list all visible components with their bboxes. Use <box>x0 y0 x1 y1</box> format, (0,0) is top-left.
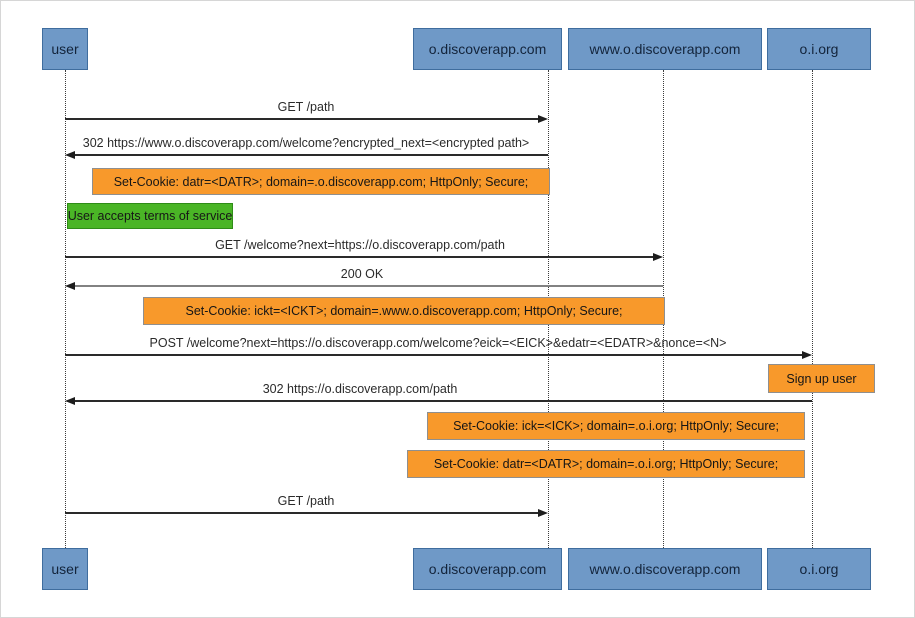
message-label: GET /path <box>277 494 335 508</box>
message-label: 302 https://www.o.discoverapp.com/welcom… <box>82 136 530 150</box>
message-line <box>65 512 539 514</box>
actor-label: user <box>51 561 79 577</box>
actor-top-o-i-org: o.i.org <box>767 28 871 70</box>
message-label: POST /welcome?next=https://o.discoverapp… <box>149 336 727 350</box>
lifeline-user <box>65 70 66 548</box>
arrowhead-right-icon <box>802 351 812 359</box>
actor-label: o.i.org <box>799 41 839 57</box>
arrowhead-right-icon <box>653 253 663 261</box>
actor-top-user: user <box>42 28 88 70</box>
lifeline-o-i-org <box>812 70 813 548</box>
note-set-cookie-datr-discoverapp: Set-Cookie: datr=<DATR>; domain=.o.disco… <box>92 168 550 195</box>
message-label: 200 OK <box>340 267 384 281</box>
note-set-cookie-datr-oiorg: Set-Cookie: datr=<DATR>; domain=.o.i.org… <box>407 450 805 478</box>
arrowhead-left-icon <box>65 282 75 290</box>
message-line <box>65 118 539 120</box>
message-line <box>74 400 812 402</box>
actor-label: user <box>51 41 79 57</box>
arrowhead-left-icon <box>65 397 75 405</box>
note-set-cookie-ickt-www: Set-Cookie: ickt=<ICKT>; domain=.www.o.d… <box>143 297 665 325</box>
note-user-accepts-tos: User accepts terms of service <box>67 203 233 229</box>
message-line <box>74 285 663 287</box>
actor-bottom-www-o-discoverapp: www.o.discoverapp.com <box>568 548 762 590</box>
message-label: 302 https://o.discoverapp.com/path <box>262 382 458 396</box>
arrowhead-right-icon <box>538 115 548 123</box>
message-label: GET /welcome?next=https://o.discoverapp.… <box>215 238 505 252</box>
actor-bottom-o-discoverapp: o.discoverapp.com <box>413 548 562 590</box>
arrowhead-left-icon <box>65 151 75 159</box>
actor-label: o.discoverapp.com <box>428 41 547 57</box>
message-label: GET /path <box>277 100 335 114</box>
actor-label: o.i.org <box>799 561 839 577</box>
arrowhead-right-icon <box>538 509 548 517</box>
note-set-cookie-ick-oiorg: Set-Cookie: ick=<ICK>; domain=.o.i.org; … <box>427 412 805 440</box>
note-sign-up-user: Sign up user <box>768 364 875 393</box>
actor-bottom-user: user <box>42 548 88 590</box>
actor-label: www.o.discoverapp.com <box>589 561 741 577</box>
actor-bottom-o-i-org: o.i.org <box>767 548 871 590</box>
actor-label: www.o.discoverapp.com <box>589 41 741 57</box>
actor-label: o.discoverapp.com <box>428 561 547 577</box>
actor-top-o-discoverapp: o.discoverapp.com <box>413 28 562 70</box>
message-line <box>65 256 654 258</box>
actor-top-www-o-discoverapp: www.o.discoverapp.com <box>568 28 762 70</box>
message-line <box>65 354 803 356</box>
message-line <box>74 154 548 156</box>
